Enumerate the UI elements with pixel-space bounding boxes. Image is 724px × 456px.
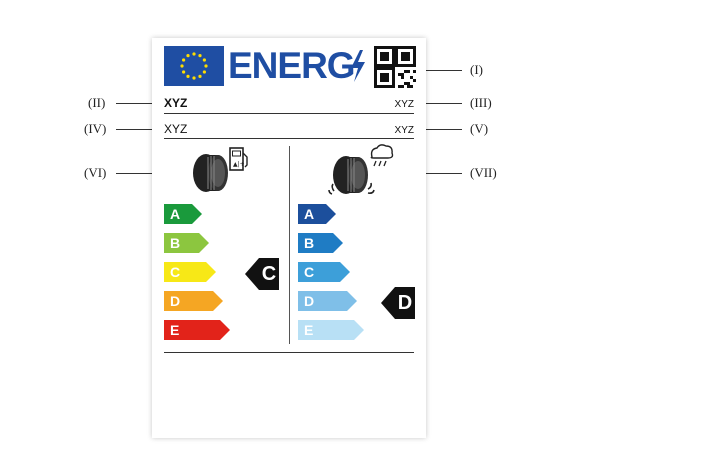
energy-title-text: ENERG (228, 45, 356, 86)
wet-grip-grade-c: C (298, 262, 350, 282)
callout-vii: (VII) (470, 165, 497, 180)
wet-grip-grade-d: D (298, 291, 357, 311)
callout-ii: (II) (88, 95, 106, 110)
leader-line-i (420, 70, 462, 71)
wet-grip-rating-marker: D (381, 287, 415, 319)
grade-letter: A (298, 204, 326, 224)
svg-text:▲|+: ▲|+ (233, 161, 245, 168)
wet-grip-grade-a: A (298, 204, 336, 224)
supplier-name: XYZ (164, 96, 188, 110)
wet-grip-grade-b: B (298, 233, 343, 253)
callout-v: (V) (470, 121, 489, 136)
energy-title: ENERG (228, 45, 356, 86)
fuel-grade-e: E (164, 320, 230, 340)
grade-letter: E (298, 320, 354, 340)
callout-iv: (IV) (84, 121, 107, 136)
leader-line-ii (116, 103, 162, 104)
fuel-grade-a: A (164, 204, 202, 224)
leader-line-iv (116, 129, 162, 130)
tyre-rain-cloud-icon (328, 143, 394, 206)
fuel-efficiency-rating-marker: C (245, 258, 279, 290)
fuel-grade-d: D (164, 291, 223, 311)
bottom-divider (164, 352, 414, 353)
grade-letter: B (298, 233, 333, 253)
center-divider (289, 146, 290, 344)
wet-grip-grade-e: E (298, 320, 364, 340)
grade-letter: C (298, 262, 340, 282)
tyre-fuel-pump-icon: ▲|+ (192, 145, 250, 202)
callout-vi: (VI) (84, 165, 107, 180)
grade-letter: D (164, 291, 213, 311)
grade-letter: B (164, 233, 199, 253)
eu-flag-icon (164, 46, 224, 91)
grade-letter: E (164, 320, 220, 340)
wet-grip-rating: D (395, 287, 415, 319)
leader-line-iii (416, 103, 462, 104)
divider-2 (164, 138, 414, 139)
tyre-class: XYZ (394, 125, 414, 136)
grade-letter: A (164, 204, 192, 224)
tyre-type-identifier: XYZ (394, 99, 414, 110)
energy-label: ENERG XYZ XYZ XYZ XYZ ▲|+ (152, 38, 426, 438)
callout-i: (I) (470, 62, 483, 77)
grade-letter: D (298, 291, 347, 311)
grade-letter: C (164, 262, 206, 282)
fuel-grade-c: C (164, 262, 216, 282)
lightning-bolt-icon (349, 50, 367, 87)
leader-line-v (416, 129, 462, 130)
tyre-size-designation: XYZ (164, 122, 188, 136)
callout-iii: (III) (470, 95, 492, 110)
fuel-grade-b: B (164, 233, 209, 253)
divider-1 (164, 113, 414, 114)
qr-code-icon (374, 46, 416, 93)
fuel-efficiency-rating: C (259, 258, 279, 290)
